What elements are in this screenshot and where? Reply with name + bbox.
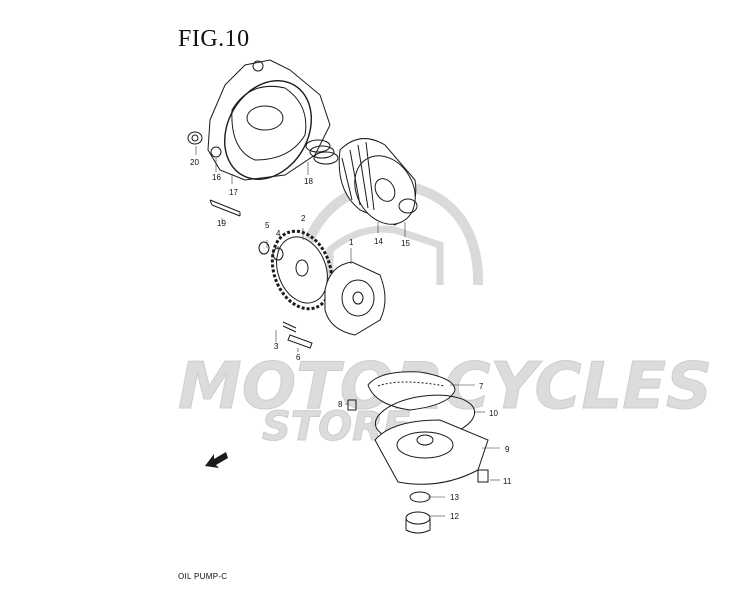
part-18-spring [305, 139, 339, 165]
callout-19: 19 [217, 219, 226, 228]
part-19-stud [209, 199, 241, 217]
part-3-pin [282, 321, 297, 333]
leader-lines [195, 146, 500, 517]
callout-12: 12 [450, 512, 459, 521]
callout-20: 20 [190, 158, 199, 167]
callout-labels: 20 16 17 18 19 5 4 2 1 14 15 3 6 7 8 10 … [190, 158, 512, 521]
callout-14: 14 [374, 237, 383, 246]
callout-10: 10 [489, 409, 498, 418]
diagram-caption: OIL PUMP-C [178, 572, 228, 581]
arrow-front-icon [205, 452, 228, 468]
callout-4: 4 [276, 229, 281, 238]
part-15-o-ring [398, 198, 418, 214]
callout-17: 17 [229, 188, 238, 197]
callout-15: 15 [401, 239, 410, 248]
part-16-cover [207, 59, 331, 181]
part-17-o-ring [223, 80, 313, 180]
callout-16: 16 [212, 173, 221, 182]
part-13-washer [409, 491, 431, 503]
callout-18: 18 [304, 177, 313, 186]
callout-2: 2 [301, 214, 306, 223]
callout-8: 8 [338, 400, 343, 409]
part-6-bolt [287, 334, 313, 349]
part-9-oil-pan [374, 419, 489, 485]
part-1-oil-pump [324, 261, 386, 336]
callout-1: 1 [349, 238, 354, 247]
callout-11: 11 [503, 477, 512, 486]
callout-5: 5 [265, 221, 270, 230]
part-7-oil-strainer [367, 371, 456, 411]
part-5-circlip [258, 241, 270, 255]
watermark: MOTORCYCLES STORE [178, 179, 713, 451]
part-8-bolt [347, 399, 357, 411]
callout-3: 3 [274, 342, 279, 351]
figure-title: FIG.10 [178, 26, 250, 52]
part-14-oil-filter [338, 138, 417, 226]
callout-7: 7 [479, 382, 484, 391]
callout-13: 13 [450, 493, 459, 502]
part-20-nut [187, 131, 203, 145]
callout-9: 9 [505, 445, 510, 454]
callout-6: 6 [296, 353, 301, 362]
part-12-drain-plug [405, 511, 431, 534]
part-11-plug [477, 469, 489, 483]
part-2-gear [270, 229, 334, 311]
